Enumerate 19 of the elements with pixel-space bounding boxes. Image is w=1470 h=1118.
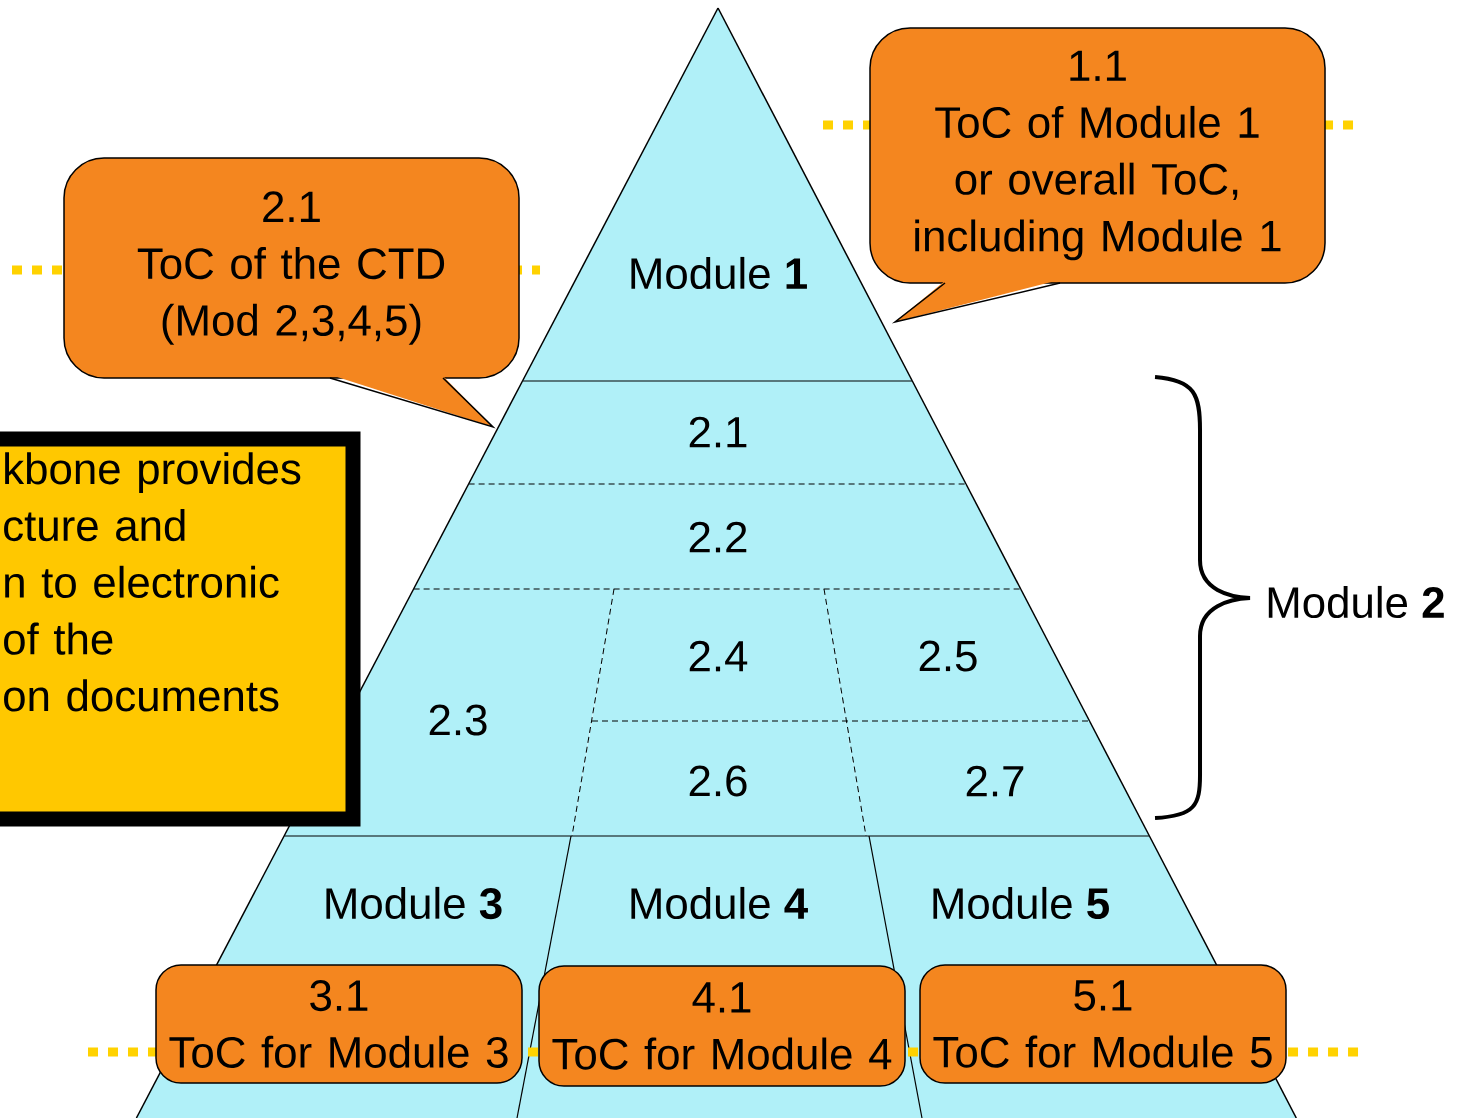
- node-label: Module 5: [933, 886, 1109, 920]
- module-label: Module 2: [1268, 585, 1444, 619]
- node-label: Module 4: [631, 886, 808, 920]
- node-label: Module 3: [326, 886, 502, 920]
- node-label: Module 1: [631, 256, 807, 290]
- node-label: 2.7: [966, 765, 1024, 797]
- pyramid-section: 2.7: [845, 720, 1151, 837]
- node-label: 2.1: [689, 416, 747, 448]
- pyramid-section: 2.2: [412, 483, 1022, 590]
- node-label: 2.3: [429, 704, 487, 736]
- callout-box: 1.1 ToC of Module 1 or overall ToC, including Module 1: [869, 27, 1326, 324]
- node-label: 2.6: [689, 765, 747, 797]
- node-label: 2.2: [689, 521, 747, 553]
- node-label: 2.4: [689, 640, 748, 672]
- note-box: kbone provides cture and n to electronic of the on documents: [0, 431, 361, 827]
- node-label: 2.5: [919, 640, 977, 672]
- callout-box: 2.1 ToC of the CTD (Mod 2,3,4,5): [63, 157, 520, 429]
- pyramid-section: 2.1: [467, 380, 967, 485]
- pyramid-section: 2.5: [824, 588, 1091, 722]
